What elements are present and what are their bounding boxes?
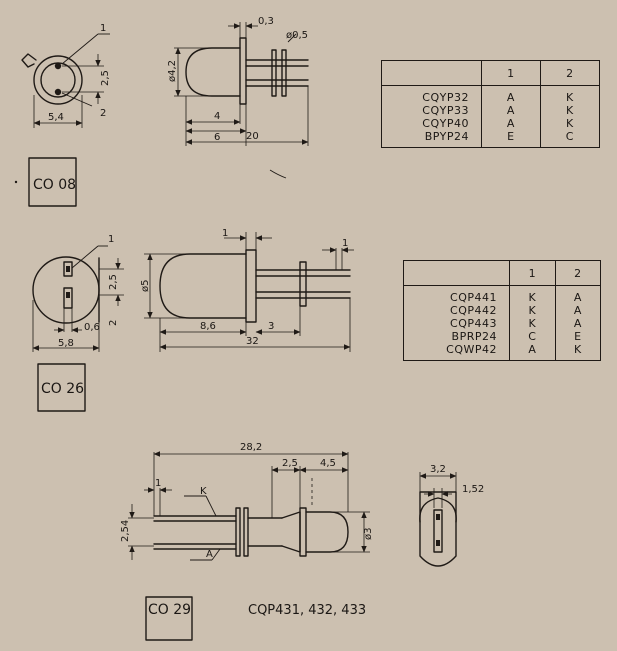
type-cell: BPYP24 (381, 130, 482, 148)
pin1-cell: E (481, 130, 541, 148)
pin1-cell: A (481, 85, 541, 104)
type-cell: CQP441 (403, 285, 510, 304)
co08-end-view (21, 33, 110, 128)
co26-pitch-dim: 2,5 (108, 274, 119, 290)
type-cell: CQP443 (403, 317, 510, 330)
co08-code-box (28, 157, 77, 207)
co08-flange-dim: 0,3 (258, 16, 274, 27)
co26-code-box (37, 363, 86, 412)
co08-side-view (174, 22, 309, 146)
co29-dim-1: 1 (155, 478, 161, 489)
co29-end-lead-dim: 1,52 (462, 484, 484, 495)
co29-code-label: CO 29 (148, 602, 191, 618)
co08-dim-6: 6 (214, 132, 220, 143)
co08-pin2-label: 2 (100, 108, 106, 119)
pin1-cell: K (509, 285, 556, 304)
pin2-cell: K (539, 104, 601, 117)
co08-dim-20: 20 (246, 131, 259, 142)
co29-dim-4-5: 4,5 (320, 458, 336, 469)
pin1-cell: K (509, 304, 556, 317)
type-cell: CQYP40 (381, 117, 482, 130)
co29-dim-2-5: 2,5 (282, 458, 298, 469)
co08-body-dia-dim: ø4,2 (167, 60, 178, 82)
co29-caption: CQP431, 432, 433 (248, 603, 366, 618)
co29-end-view (419, 472, 457, 567)
co08-pin1-label: 1 (100, 23, 106, 34)
co26-body-dia-dim: ø5 (140, 280, 151, 292)
table-header-type (381, 60, 482, 86)
pin2-cell: K (539, 117, 601, 130)
pin2-cell: K (554, 343, 602, 361)
pin2-cell: A (554, 304, 602, 317)
co29-body-dia-dim: ø3 (363, 528, 374, 540)
stray-mark (269, 169, 287, 179)
table-header-pin2: 2 (554, 260, 602, 286)
table-header-row: 1 2 (403, 260, 602, 286)
co08-width-dim: 5,4 (48, 112, 64, 123)
pin1-cell: A (481, 104, 541, 117)
pin1-cell: K (509, 317, 556, 330)
co08-code-label: CO 08 (33, 177, 76, 193)
co29-dim-28-2: 28,2 (240, 442, 262, 453)
pin1-cell: A (509, 343, 556, 361)
co29-side-view (128, 451, 370, 561)
co26-dim-8-6: 8,6 (200, 321, 216, 332)
pin1-cell: A (481, 117, 541, 130)
co26-lead-width-dim: 1 (342, 238, 348, 249)
pin2-cell: A (554, 285, 602, 304)
co26-lead-dim: 0,6 (84, 322, 100, 333)
co26-end-view (32, 245, 124, 352)
co29-anode-label: A (206, 549, 213, 560)
type-cell: CQYP33 (381, 104, 482, 117)
co26-flange-dim: 1 (222, 228, 228, 239)
stray-dot (14, 180, 18, 184)
co26-code-label: CO 26 (41, 381, 84, 397)
co29-code-box (145, 596, 193, 641)
table-header-pin2: 2 (539, 60, 601, 86)
type-cell: CQWP42 (403, 343, 510, 361)
pin2-cell: E (554, 330, 602, 343)
pin1-cell: C (509, 330, 556, 343)
co26-pin2-label: 2 (108, 320, 119, 326)
co29-pitch-dim: 2,54 (120, 520, 131, 542)
table-header-row: 1 2 (381, 60, 601, 86)
pin2-cell: K (539, 85, 601, 104)
table-header-type (403, 260, 510, 286)
table-header-pin1: 1 (509, 260, 556, 286)
co29-end-width-dim: 3,2 (430, 464, 446, 475)
type-cell: CQYP32 (381, 85, 482, 104)
co29-cathode-label: K (200, 486, 207, 497)
co26-width-dim: 5,8 (58, 338, 74, 349)
type-cell: CQP442 (403, 304, 510, 317)
pin2-cell: A (554, 317, 602, 330)
co26-pin1-label: 1 (108, 234, 114, 245)
co08-dim-4: 4 (214, 111, 220, 122)
co26-dim-3: 3 (268, 321, 274, 332)
type-cell: BPRP24 (403, 330, 510, 343)
co26-dim-32: 32 (246, 336, 259, 347)
co08-lead-dia-dim: ø0,5 (286, 30, 308, 41)
co08-pitch-dim: 2,5 (100, 70, 111, 86)
pin2-cell: C (539, 130, 601, 148)
co26-side-view (144, 232, 354, 352)
table-header-pin1: 1 (481, 60, 541, 86)
